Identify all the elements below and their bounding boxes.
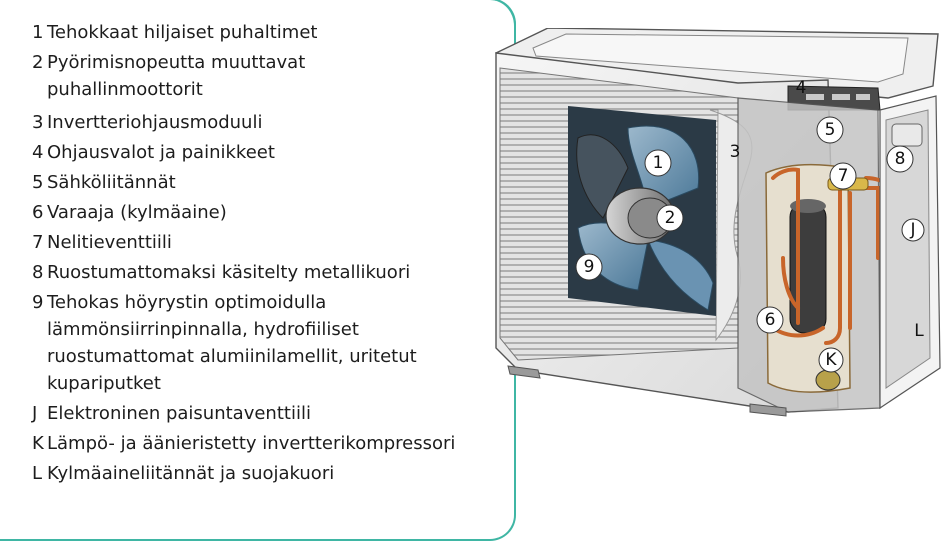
legend-key: 3 — [32, 112, 44, 133]
legend-text: Tehokas höyrystin optimoidulla lämmönsii… — [47, 292, 417, 394]
legend-key: 1 — [32, 22, 44, 43]
legend-key: 6 — [32, 202, 44, 223]
legend-text: Varaaja (kylmäaine) — [47, 202, 227, 223]
callout-1: 1 — [653, 153, 664, 173]
callout-3: 3 — [730, 142, 741, 162]
legend-key: J — [32, 403, 38, 424]
legend-item-J: J Elektroninen paisuntaventtiili — [32, 400, 311, 427]
callout-L: L — [914, 321, 924, 341]
legend-text: Pyörimisnopeutta muuttavat puhallinmoott… — [47, 52, 306, 100]
legend-key: K — [32, 433, 44, 454]
legend-text: Nelitieventtiili — [47, 232, 172, 253]
legend-text: Sähköliitännät — [47, 172, 176, 193]
legend-key: 4 — [32, 142, 44, 163]
legend-key: 9 — [32, 292, 44, 313]
callout-J: J — [909, 220, 915, 240]
callout-4: 4 — [796, 78, 807, 98]
legend-key: 2 — [32, 52, 44, 73]
legend-text: Invertteriohjausmoduuli — [47, 112, 263, 133]
unit-feet — [507, 365, 787, 417]
legend-key: 7 — [32, 232, 44, 253]
callout-6: 6 — [765, 310, 776, 330]
callout-K: K — [825, 350, 837, 370]
callout-labels: 1 2 3 4 5 6 7 8 9 J K L — [575, 78, 925, 373]
heat-pump-illustration: 1 2 3 4 5 6 7 8 9 J K L — [495, 28, 941, 417]
legend-text: Lämpö- ja äänieristetty invertterikompre… — [47, 433, 456, 454]
side-panel — [879, 95, 941, 410]
callout-9: 9 — [584, 257, 595, 277]
legend-text: Elektroninen paisuntaventtiili — [47, 403, 311, 424]
callout-8: 8 — [895, 149, 906, 169]
legend-text: Kylmäaineliitännät ja suojakuori — [47, 463, 335, 484]
legend-text: Ruostumattomaksi käsitelty metallikuori — [47, 262, 411, 283]
legend-key: 8 — [32, 262, 44, 283]
legend-key: 5 — [32, 172, 44, 193]
callout-7: 7 — [838, 166, 849, 186]
callout-2: 2 — [665, 208, 676, 228]
legend-text: Tehokkaat hiljaiset puhaltimet — [47, 22, 318, 43]
fan-opening — [568, 106, 716, 316]
compressor-compartment — [737, 97, 881, 413]
legend-key: L — [32, 463, 43, 484]
legend-text: Ohjausvalot ja painikkeet — [47, 142, 275, 163]
callout-5: 5 — [825, 120, 836, 140]
